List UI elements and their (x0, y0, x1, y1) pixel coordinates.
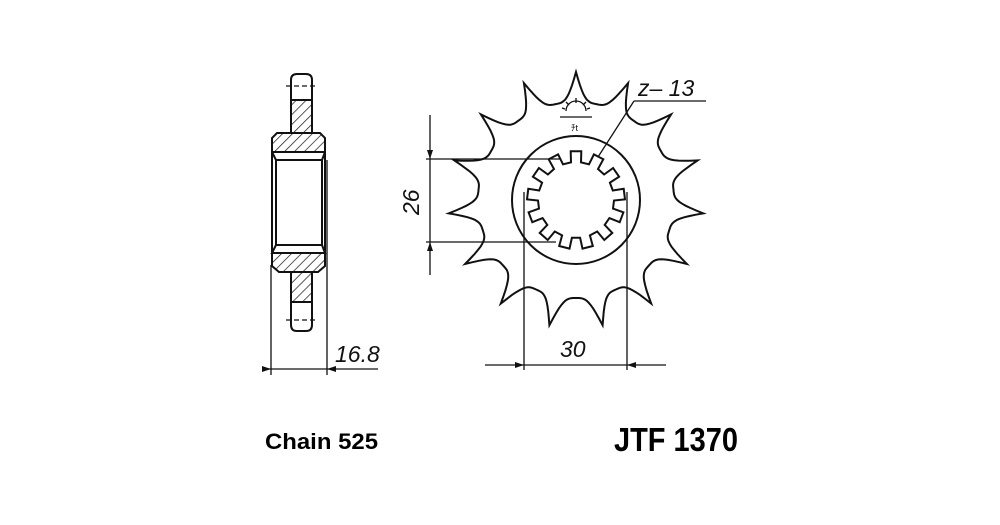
height-dimension-26: 26 (398, 189, 424, 216)
upper-tooth (290, 73, 313, 100)
width-dimension-16-8: 16.8 (335, 341, 380, 367)
hub-circle (511, 135, 641, 265)
sprocket-outline (445, 68, 707, 329)
lower-hub-section (271, 252, 326, 273)
width-dimension-30: 30 (560, 336, 586, 362)
upper-web-section (290, 99, 313, 134)
spline-bore (525, 150, 627, 250)
sun-symbol-icon: ﾁt (560, 98, 592, 133)
lower-web-section (290, 271, 313, 303)
upper-hub-section (271, 132, 326, 153)
bore (275, 159, 323, 246)
front-view: ﾁt z– 13 26 30 (398, 68, 707, 370)
part-number: JTF 1370 (614, 421, 738, 458)
symbol-text: ﾁt (571, 123, 579, 133)
lower-tooth (290, 302, 313, 332)
chain-label: Chain 525 (265, 429, 378, 454)
teeth-count-label: z– 13 (637, 75, 694, 101)
side-view: 16.8 (262, 73, 380, 375)
